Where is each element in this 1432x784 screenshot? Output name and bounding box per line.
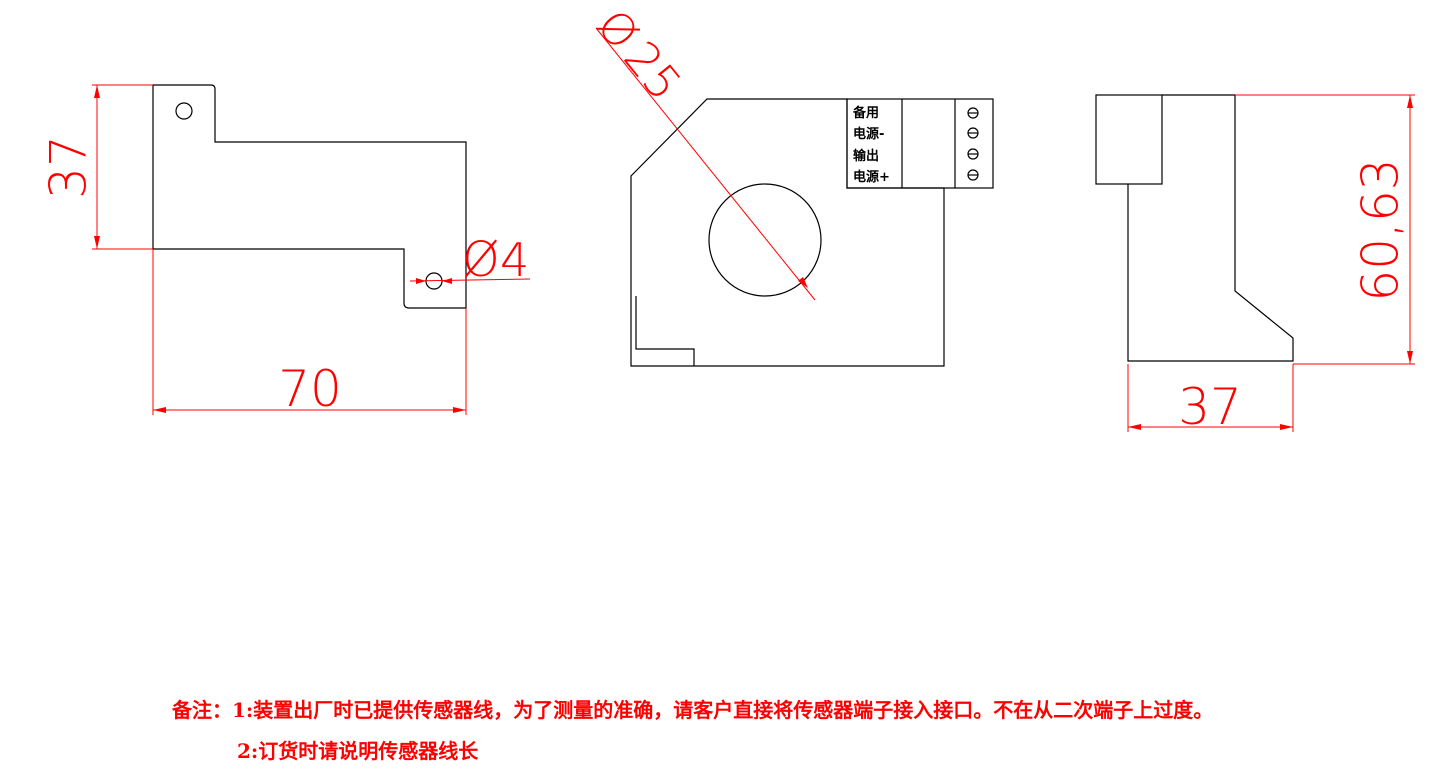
screw-icon (967, 169, 979, 181)
hole-symbol: Ø (462, 232, 500, 288)
terminal-label-spare: 备用 (852, 105, 879, 121)
side-terminal-block (1095, 94, 1163, 185)
side-width-label: 37 (1178, 378, 1242, 436)
base-notch (635, 296, 695, 366)
front-height-dimension: 37 (40, 84, 153, 250)
side-view-outline (1127, 94, 1294, 362)
aperture-diameter-dimension: Ø 25 (586, 1, 816, 301)
front-width-label: 70 (278, 360, 342, 418)
sensor-aperture (708, 183, 822, 297)
side-width-dimension: 37 (1127, 364, 1294, 436)
terminal-screws (967, 107, 979, 181)
screw-icon (967, 107, 979, 119)
note-line-2: 2:订货时请说明传感器线长 (237, 739, 479, 763)
terminal-label-power-positive: 电源+ (853, 169, 890, 185)
mounting-hole-top (175, 102, 193, 120)
terminal-block (846, 98, 994, 189)
hole-dimension: Ø 4 (409, 232, 531, 288)
sensor-body-outline (630, 98, 945, 367)
center-view: 备用 电源- 输出 电源+ Ø 25 (586, 1, 994, 367)
screw-icon (967, 148, 979, 160)
note-line-1: 备注：1:装置出厂时已提供传感器线，为了测量的准确，请客户直接将传感器端子接入接… (172, 698, 1214, 722)
side-view: 60,63 37 (1095, 94, 1415, 436)
front-height-label: 37 (40, 135, 98, 199)
terminal-label-output: 输出 (853, 148, 879, 164)
hole-dimension-label: 4 (500, 233, 529, 287)
terminal-label-power-negative: 电源- (853, 126, 884, 142)
side-height-dimension: 60,63 (1235, 94, 1415, 365)
front-view: 37 70 Ø 4 (40, 84, 531, 418)
front-view-outline (152, 84, 467, 309)
side-height-label: 60,63 (1352, 158, 1410, 301)
front-width-dimension: 70 (152, 249, 467, 418)
screw-icon (967, 127, 979, 139)
